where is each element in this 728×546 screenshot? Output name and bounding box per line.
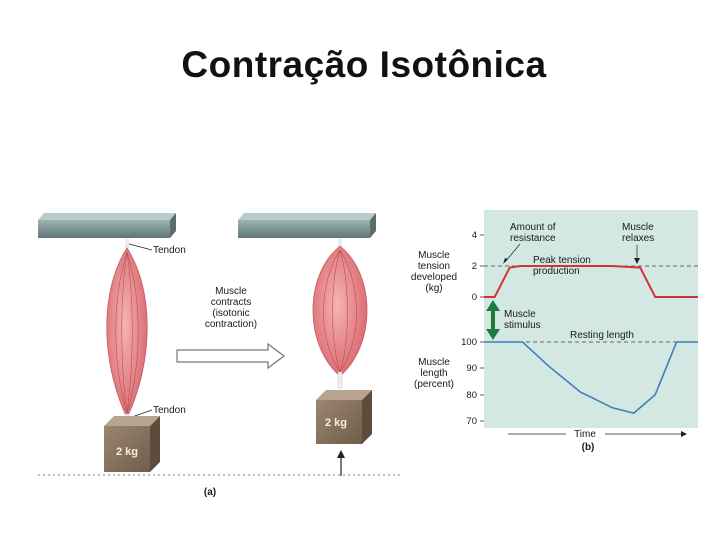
ylabel-tension-1: Muscle xyxy=(418,250,450,261)
annotation-stimulus-1: Muscle xyxy=(504,309,536,320)
tick-tension-4: 4 xyxy=(472,230,477,241)
caption-line-4: contraction) xyxy=(205,319,257,330)
annotation-peak-1: Peak tension xyxy=(533,255,591,266)
contract-caption: Muscle contracts (isotonic contraction) xyxy=(205,286,257,330)
annotation-peak-2: production xyxy=(533,266,580,277)
weight-left: 2 kg xyxy=(104,416,160,472)
annotation-resting: Resting length xyxy=(570,330,634,341)
tick-length-100: 100 xyxy=(461,337,477,348)
ylabel-tension: Muscle tension developed (kg) xyxy=(411,250,457,294)
stimulus-arrow xyxy=(486,300,500,340)
annotation-stimulus-2: stimulus xyxy=(504,320,541,331)
tendon-bottom-label: Tendon xyxy=(153,405,186,416)
tendon-top-label: Tendon xyxy=(153,245,186,256)
tension-series-line xyxy=(484,265,698,298)
chart-background xyxy=(484,210,698,428)
weight-left-label: 2 kg xyxy=(116,446,138,458)
caption-line-1: Muscle xyxy=(215,286,247,297)
annotation-relaxes-2: relaxes xyxy=(622,233,654,244)
annotation-relaxes-1: Muscle xyxy=(622,222,654,233)
muscle-relaxed xyxy=(106,238,148,427)
caption-line-2: contracts xyxy=(211,297,252,308)
ylabel-tension-2: tension xyxy=(418,261,450,272)
panel-a: Tendon Tendon 2 kg Muscle contracts (iso… xyxy=(38,213,400,498)
support-bar-right xyxy=(238,213,376,238)
resistance-pointer-head xyxy=(503,258,508,264)
tendon-top-pointer xyxy=(128,243,153,251)
ylabel-length-3: (percent) xyxy=(414,379,454,390)
tick-tension-0: 0 xyxy=(472,292,477,303)
tick-length-80: 80 xyxy=(466,390,477,401)
ylabel-length-2: length xyxy=(420,368,447,379)
time-arrow-head xyxy=(681,431,687,437)
tick-length-90: 90 xyxy=(466,363,477,374)
ylabel-length-1: Muscle xyxy=(418,357,450,368)
slide-title: Contração Isotônica xyxy=(181,44,547,85)
tick-tension-2: 2 xyxy=(472,261,477,272)
support-bar-left xyxy=(38,213,176,238)
panel-b-label: (b) xyxy=(582,442,595,453)
xlabel-time: Time xyxy=(574,429,596,440)
weight-right-label: 2 kg xyxy=(325,417,347,429)
length-series-line xyxy=(484,341,698,414)
tick-length-70: 70 xyxy=(466,416,477,427)
muscle-contracted xyxy=(312,238,368,389)
ylabel-tension-4: (kg) xyxy=(425,283,442,294)
lift-arrow-head xyxy=(337,450,345,458)
relaxes-pointer-head xyxy=(634,258,640,264)
caption-line-3: (isotonic xyxy=(212,308,249,319)
contract-arrow xyxy=(176,342,285,370)
annotation-resistance-2: resistance xyxy=(510,233,556,244)
ylabel-tension-3: developed xyxy=(411,272,457,283)
weight-right: 2 kg xyxy=(316,390,372,444)
ylabel-length: Muscle length (percent) xyxy=(414,357,454,390)
panel-b: Muscle tension developed (kg) Muscle len… xyxy=(411,210,698,453)
tick-marks xyxy=(480,234,484,422)
panel-a-label: (a) xyxy=(204,487,216,498)
annotation-resistance-1: Amount of xyxy=(510,222,556,233)
